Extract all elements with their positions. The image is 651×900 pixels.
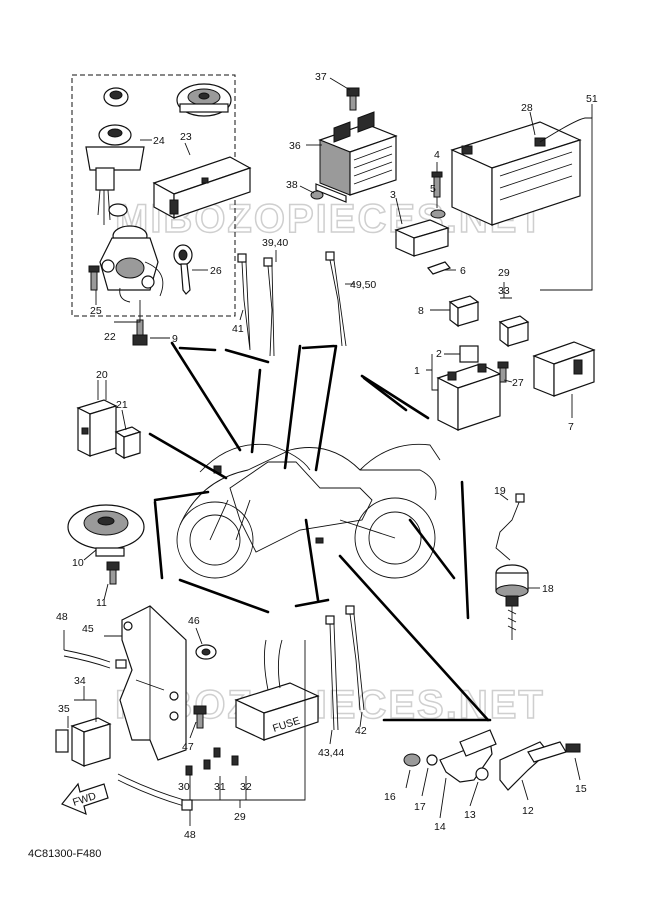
callout-27: 27 xyxy=(512,377,524,389)
callout-42: 42 xyxy=(355,725,367,737)
callout-48-bottom: 48 xyxy=(184,829,196,841)
clutch-lever-assembly xyxy=(403,729,581,791)
callout-5: 5 xyxy=(430,183,436,195)
callout-7: 7 xyxy=(568,421,574,433)
callout-31: 31 xyxy=(214,781,226,793)
callout-30: 30 xyxy=(178,781,190,793)
main-switch-part xyxy=(85,124,145,225)
wire-48-top-part xyxy=(63,649,127,669)
cable-tie-49-50-part xyxy=(325,251,347,347)
relay-8-part xyxy=(448,295,480,328)
callout-48-top: 48 xyxy=(56,611,68,623)
callout-37: 37 xyxy=(315,71,327,83)
callout-46: 46 xyxy=(188,615,200,627)
bolt-part xyxy=(88,265,100,291)
bolt-11-part xyxy=(106,561,120,585)
callout-21: 21 xyxy=(116,399,128,411)
horn-part xyxy=(67,504,145,557)
callout-2: 2 xyxy=(436,348,442,360)
callout-6: 6 xyxy=(460,265,466,277)
cable-tie-39-40-part xyxy=(263,257,275,357)
wire-48-bottom-part xyxy=(117,773,193,811)
fuse-blades-part xyxy=(185,747,239,776)
bracket-6-part xyxy=(426,261,452,275)
connector-20-part xyxy=(76,399,118,457)
key-part xyxy=(173,244,193,295)
callout-32: 32 xyxy=(240,781,252,793)
callout-17: 17 xyxy=(414,801,426,813)
callout-19: 19 xyxy=(494,485,506,497)
battery-part xyxy=(450,117,593,291)
callout-49-50: 49,50 xyxy=(350,279,376,291)
callout-26: 26 xyxy=(210,265,222,277)
fuse-box-part: FUSE xyxy=(234,639,320,741)
bolt-47-part xyxy=(193,705,207,729)
sensor-18-part xyxy=(495,493,529,640)
callout-24: 24 xyxy=(153,135,165,147)
callout-10: 10 xyxy=(72,557,84,569)
ecu-unit-part xyxy=(152,156,252,220)
callout-39-40: 39,40 xyxy=(262,237,288,249)
callout-15: 15 xyxy=(575,783,587,795)
lock-cylinder-part xyxy=(103,87,129,107)
relay-33-part xyxy=(498,315,530,348)
connector-34-35-part xyxy=(55,717,112,767)
diagram-code: 4C81300-F480 xyxy=(28,848,101,860)
callout-23: 23 xyxy=(180,131,192,143)
callout-leaders xyxy=(63,77,593,826)
bolt-37-part xyxy=(346,87,360,111)
callout-12: 12 xyxy=(522,805,534,817)
callout-47: 47 xyxy=(182,741,194,753)
callout-38: 38 xyxy=(286,179,298,191)
callout-22: 22 xyxy=(104,331,116,343)
ignition-lock-part xyxy=(99,203,164,303)
callout-33: 33 xyxy=(498,285,510,297)
callout-3: 3 xyxy=(390,189,396,201)
fuel-cap-lock-part xyxy=(176,83,232,117)
relay-3-part xyxy=(394,219,450,257)
callout-8: 8 xyxy=(418,305,424,317)
callout-51: 51 xyxy=(586,93,598,105)
callout-43-44: 43,44 xyxy=(318,747,344,759)
bracket-45-part xyxy=(119,605,187,761)
zone-lines xyxy=(148,341,492,722)
washer-5-part xyxy=(430,209,446,219)
grommet-46-part xyxy=(195,644,217,660)
callout-9: 9 xyxy=(172,333,178,345)
main-switch-set xyxy=(71,74,252,317)
callout-29-top: 29 xyxy=(498,267,510,279)
bolt-9-part xyxy=(132,319,148,346)
callout-34: 34 xyxy=(74,675,86,687)
cable-tie-41-part xyxy=(237,253,251,351)
callout-14: 14 xyxy=(434,821,446,833)
callout-labels: 24 23 26 25 22 9 37 36 38 28 51 3 4 5 6 … xyxy=(56,71,598,841)
starter-relay-part xyxy=(436,345,502,431)
connector-21-part xyxy=(114,426,142,460)
callout-29-bottom: 29 xyxy=(234,811,246,823)
callout-25: 25 xyxy=(90,305,102,317)
bolt-27-part xyxy=(497,361,509,383)
callout-4: 4 xyxy=(434,149,440,161)
cable-tie-42-part xyxy=(345,605,365,711)
callout-20: 20 xyxy=(96,369,108,381)
callout-36: 36 xyxy=(289,140,301,152)
cable-tie-43-44-part xyxy=(325,615,339,731)
callout-11: 11 xyxy=(96,597,107,609)
callout-41: 41 xyxy=(232,323,244,335)
callout-16: 16 xyxy=(384,791,396,803)
callout-1: 1 xyxy=(414,365,420,377)
motorcycle-outline xyxy=(176,443,441,579)
callout-13: 13 xyxy=(464,809,476,821)
callout-35: 35 xyxy=(58,703,70,715)
forward-arrow-icon: FWD xyxy=(61,782,109,816)
callout-28: 28 xyxy=(521,102,533,114)
rectifier-regulator-part xyxy=(315,111,398,203)
callout-45: 45 xyxy=(82,623,94,635)
unit-7-part xyxy=(532,341,596,397)
callout-18: 18 xyxy=(542,583,554,595)
